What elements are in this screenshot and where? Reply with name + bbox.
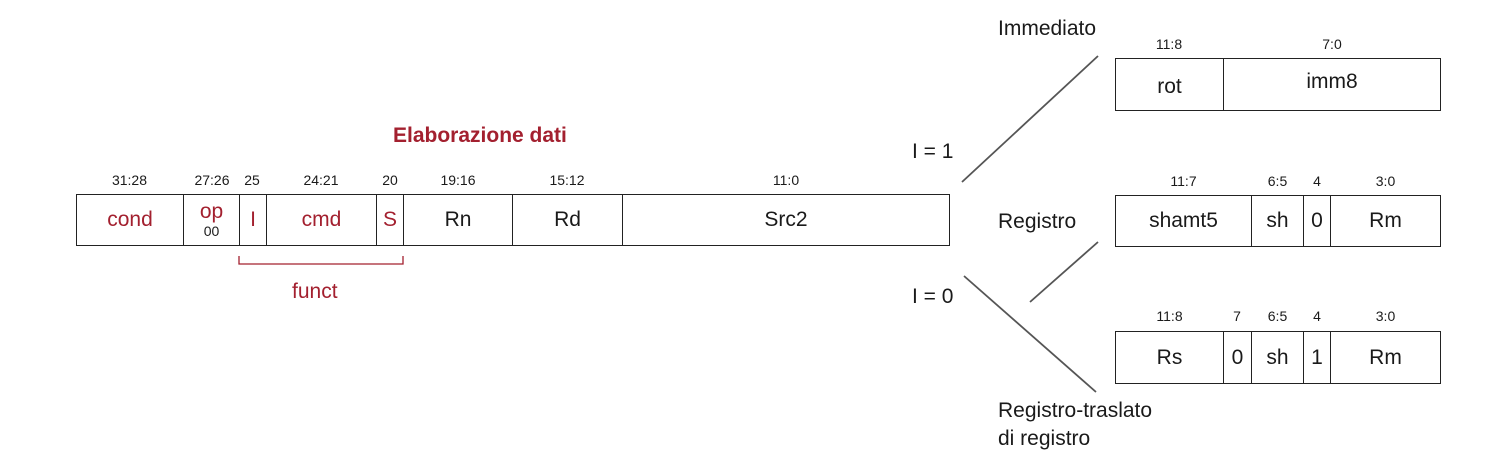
- reg-field-shamt5: shamt5: [1115, 195, 1252, 247]
- field-s-label: S: [382, 208, 397, 231]
- imm-bit-imm8: 7:0: [1322, 36, 1342, 52]
- diagram-title: Elaborazione dati: [393, 124, 567, 147]
- field-rn: Rn: [403, 194, 513, 246]
- field-cmd: cmd: [266, 194, 377, 246]
- reg-field-sh: sh: [1251, 195, 1304, 247]
- rsr-bit-one: 4: [1313, 308, 1321, 324]
- field-op: op 00: [183, 194, 240, 246]
- branch-line-immediate: [961, 55, 1099, 183]
- imm-field-rot: rot: [1115, 58, 1224, 111]
- rsr-field-rm: Rm: [1330, 331, 1441, 384]
- field-cond: cond: [76, 194, 184, 246]
- reg-field-rm: Rm: [1330, 195, 1441, 247]
- bit-label-op: 27:26: [194, 172, 230, 188]
- field-op-value: 00: [203, 222, 220, 239]
- field-cond-label: cond: [107, 208, 153, 231]
- reg-bit-rm: 3:0: [1375, 173, 1396, 189]
- reg-bit-shamt5: 11:7: [1170, 173, 1197, 189]
- bit-label-s: 20: [382, 172, 398, 188]
- field-rd-label: Rd: [554, 208, 581, 231]
- field-s: S: [376, 194, 404, 246]
- rsr-field-sh-label: sh: [1266, 345, 1289, 369]
- field-src2-label: Src2: [764, 208, 808, 231]
- register-title: Registro: [998, 210, 1077, 233]
- field-i: I: [239, 194, 267, 246]
- shifted-title-line2: di registro: [998, 427, 1091, 450]
- reg-field-shamt5-label: shamt5: [1149, 209, 1218, 232]
- field-rn-label: Rn: [444, 208, 472, 231]
- rsr-bit-zero: 7: [1233, 308, 1241, 324]
- rsr-field-sh: sh: [1251, 331, 1304, 384]
- field-cmd-label: cmd: [301, 208, 342, 231]
- rsr-field-zero-label: 0: [1231, 345, 1244, 369]
- imm-bit-rot: 11:8: [1155, 36, 1183, 52]
- bit-label-rn: 19:16: [440, 172, 476, 188]
- rsr-bit-sh: 6:5: [1267, 308, 1288, 324]
- imm-field-imm8-label: imm8: [1306, 69, 1358, 93]
- rsr-field-rs: Rs: [1115, 331, 1224, 384]
- rsr-field-one-label: 1: [1311, 345, 1323, 369]
- rsr-bit-rs: 11:8: [1156, 308, 1183, 324]
- rsr-field-rm-label: Rm: [1369, 345, 1402, 369]
- reg-field-sh-label: sh: [1266, 209, 1289, 232]
- rsr-bit-rm: 3:0: [1375, 308, 1396, 324]
- bit-label-rd: 15:12: [549, 172, 585, 188]
- field-rd: Rd: [512, 194, 623, 246]
- branch-line-shifted: [963, 275, 1097, 393]
- field-i-label: I: [250, 208, 256, 231]
- bit-label-i: 25: [244, 172, 260, 188]
- field-src2: Src2: [622, 194, 950, 246]
- field-op-label: op: [199, 199, 224, 223]
- reg-field-zero-label: 0: [1311, 209, 1323, 232]
- branch-line-register: [1029, 241, 1099, 303]
- rsr-field-one: 1: [1303, 331, 1331, 384]
- reg-bit-zero: 4: [1313, 173, 1321, 189]
- imm-field-rot-label: rot: [1157, 74, 1182, 98]
- bit-label-src2: 11:0: [772, 172, 800, 188]
- bit-label-cond: 31:28: [111, 172, 148, 188]
- reg-bit-sh: 6:5: [1267, 173, 1288, 189]
- shifted-title-line1: Registro-traslato: [998, 399, 1153, 422]
- bit-label-cmd: 24:21: [303, 172, 339, 188]
- funct-bracket: [238, 256, 404, 265]
- branch-label-i0: I = 0: [912, 285, 954, 308]
- rsr-field-zero: 0: [1223, 331, 1252, 384]
- imm-field-imm8: imm8: [1223, 58, 1441, 111]
- funct-label: funct: [292, 280, 338, 303]
- reg-field-rm-label: Rm: [1369, 209, 1402, 232]
- rsr-field-rs-label: Rs: [1156, 345, 1183, 369]
- reg-field-zero: 0: [1303, 195, 1331, 247]
- immediate-title: Immediato: [998, 17, 1097, 40]
- branch-label-i1: I = 1: [912, 140, 954, 163]
